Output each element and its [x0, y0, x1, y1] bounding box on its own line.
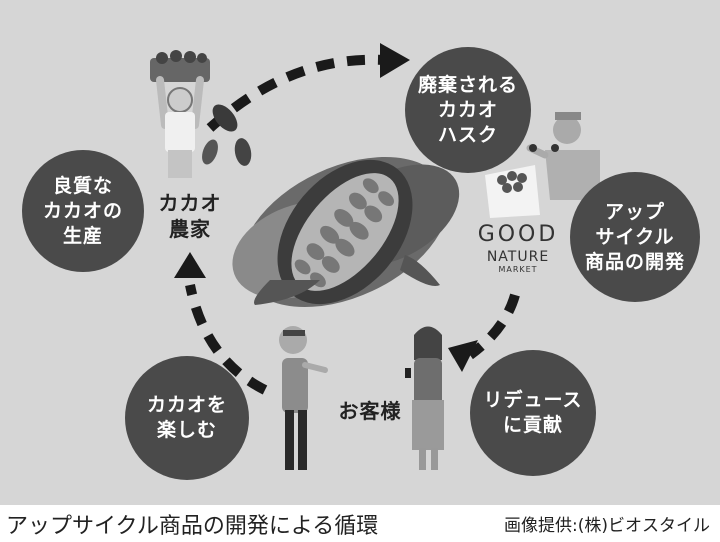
- worker-illustration: [526, 112, 600, 200]
- cacao-pod-illustration: [232, 156, 460, 308]
- cacao-beans-illustration: [202, 104, 252, 166]
- illustration-layer: [150, 43, 600, 470]
- arrow-farmer-to-husk: [206, 43, 410, 132]
- logo-line-2: NATURE: [486, 249, 550, 265]
- image-credit: 画像提供:(株)ビオスタイル: [504, 516, 710, 536]
- customer-woman-illustration: [405, 326, 444, 470]
- arrow-customers-to-farmer: [174, 252, 268, 395]
- arrow-husk-to-customers: [448, 293, 520, 372]
- node-upcycle-development: アップ サイクル 商品の開発: [570, 172, 700, 302]
- cacao-farmer-illustration: [150, 50, 210, 178]
- node-customers: お客様: [338, 399, 402, 423]
- logo-line-3: MARKET: [498, 265, 538, 274]
- logo-line-1: GOOD: [477, 222, 559, 247]
- customer-man-illustration: [279, 326, 328, 470]
- node-cacao-farmer: カカオ 農家: [158, 191, 222, 241]
- node-quality-production: 良質な カカオの 生産: [22, 150, 144, 272]
- good-nature-market-logo: GOOD NATURE MARKET: [470, 222, 566, 274]
- node-reduce-contribution: リデュース に貢献: [470, 350, 596, 476]
- figure-caption: アップサイクル商品の開発による循環: [6, 514, 379, 539]
- node-discarded-husk: 廃棄される カカオ ハスク: [405, 47, 531, 173]
- node-enjoy-cacao: カカオを 楽しむ: [125, 356, 249, 480]
- husk-bag-illustration: [485, 165, 540, 218]
